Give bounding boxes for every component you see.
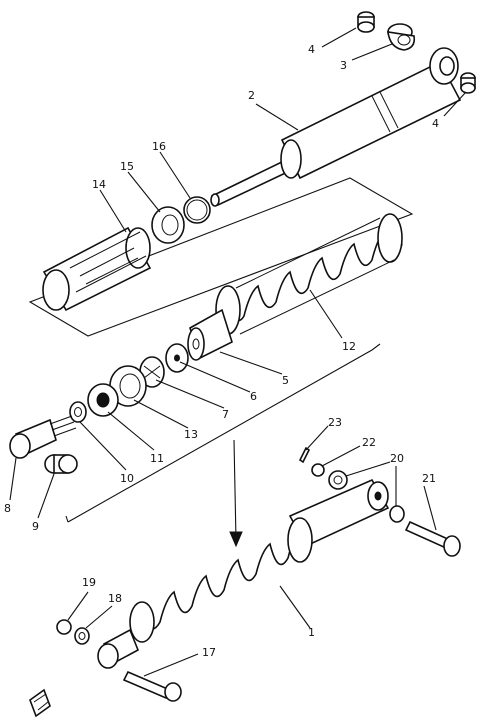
part-1-assembled-shock [97,478,390,669]
label-part-22: 22 [362,436,376,449]
label-part-8: 8 [4,502,11,515]
label-part-23: 23 [328,416,342,429]
part-14-cover-tube [42,226,152,312]
part-15-seal [151,206,185,244]
part-10-nut [69,401,87,423]
label-part-15: 15 [120,160,134,173]
label-part-13: 13 [184,428,198,441]
corner-logo-icon [29,688,51,718]
label-part-16: 16 [152,140,166,153]
part-5-spacer [187,308,233,361]
part-9-bush [44,454,78,474]
part-2-damper-unit [210,47,462,207]
label-part-11: 11 [150,452,164,465]
part-22-nut [311,463,325,477]
part-6-washer [165,343,189,373]
part-11-adjuster [87,383,119,417]
label-part-1: 1 [308,626,315,639]
part-18-washer [74,627,90,645]
label-part-7: 7 [222,408,229,421]
group-outline-box [28,177,414,337]
label-part-10: 10 [120,472,134,485]
group-bracket-line [67,343,381,523]
label-part-5: 5 [282,374,289,387]
part-12-spring [215,213,403,335]
part-4-collar-right [460,72,476,94]
part-20-washer [328,470,405,523]
label-part-3: 3 [340,59,347,72]
leader-lines [9,27,467,677]
label-part-9: 9 [32,520,39,533]
label-part-4: 4 [432,117,439,130]
label-part-14: 14 [92,178,106,191]
part-19-washer [56,619,72,635]
label-part-19: 19 [82,576,96,589]
label-part-4: 4 [308,43,315,56]
label-part-17: 17 [202,646,216,659]
part-4-collar-top [357,11,375,33]
part-16-ring [183,196,211,224]
label-part-12: 12 [342,340,356,353]
label-part-18: 18 [108,592,122,605]
label-part-21: 21 [422,472,436,485]
part-8-end-eye [9,415,77,459]
part-23-cotter-pin [298,446,311,464]
label-part-6: 6 [250,390,257,403]
part-21-bolt [404,520,461,557]
assembly-arrow [233,439,237,541]
part-labels: 4 3 4 2 14 15 16 12 5 6 7 13 11 10 8 9 1… [4,43,439,659]
label-part-2: 2 [248,89,255,102]
label-part-20: 20 [390,452,404,465]
part-17-bolt [122,670,182,702]
part-3-bush-top [387,23,416,51]
